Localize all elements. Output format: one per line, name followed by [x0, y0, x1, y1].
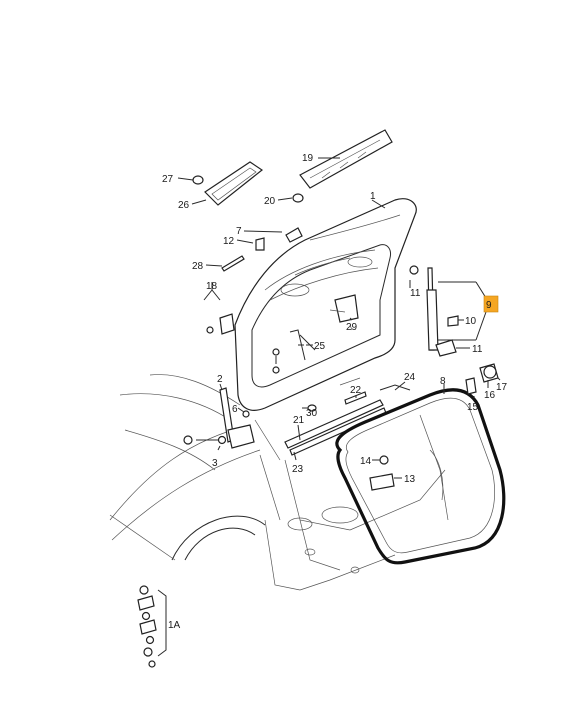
fastener-kit-1A	[137, 585, 157, 668]
label-23: 23	[292, 464, 304, 475]
label-11-top: 11	[410, 288, 421, 299]
gas-strut	[409, 265, 459, 357]
label-17: 17	[496, 382, 508, 393]
label-21: 21	[293, 415, 305, 426]
interior-trim-rails	[284, 377, 411, 456]
label-7: 7	[236, 226, 242, 237]
label-20: 20	[264, 196, 276, 207]
label-10: 10	[465, 316, 477, 327]
label-16: 16	[484, 390, 496, 401]
tailgate-panel	[234, 198, 417, 411]
label-6: 6	[232, 404, 238, 415]
label-15: 15	[467, 402, 479, 413]
part-labels: 1 2 3 6 7 8 9 10 11 11 12 13 14 15 16 17…	[162, 153, 508, 631]
label-19: 19	[302, 153, 314, 164]
hinge-assembly	[183, 387, 255, 449]
label-12: 12	[223, 236, 235, 247]
label-8: 8	[440, 376, 446, 387]
label-1: 1	[370, 191, 376, 202]
label-14: 14	[360, 456, 372, 467]
label-24: 24	[404, 372, 416, 383]
label-22: 22	[350, 385, 362, 396]
label-28: 28	[192, 261, 204, 272]
label-27: 27	[162, 174, 174, 185]
rear-spoiler	[299, 129, 393, 189]
part-9-highlight	[483, 295, 499, 313]
leader-lines	[157, 157, 501, 657]
car-body-outline	[109, 374, 449, 591]
label-18: 18	[206, 281, 218, 292]
label-25: 25	[314, 341, 326, 352]
window-seal-26	[192, 161, 264, 206]
label-29: 29	[346, 322, 358, 333]
label-13: 13	[404, 474, 416, 485]
door-seal	[335, 388, 506, 565]
label-30: 30	[306, 408, 318, 419]
label-2: 2	[217, 374, 223, 385]
label-11-bottom: 11	[472, 344, 483, 355]
small-components	[206, 193, 359, 374]
label-1A: 1A	[168, 620, 181, 631]
right-side-hardware	[369, 363, 499, 491]
label-3: 3	[212, 458, 218, 469]
label-26: 26	[178, 200, 190, 211]
label-9: 9	[486, 300, 492, 311]
